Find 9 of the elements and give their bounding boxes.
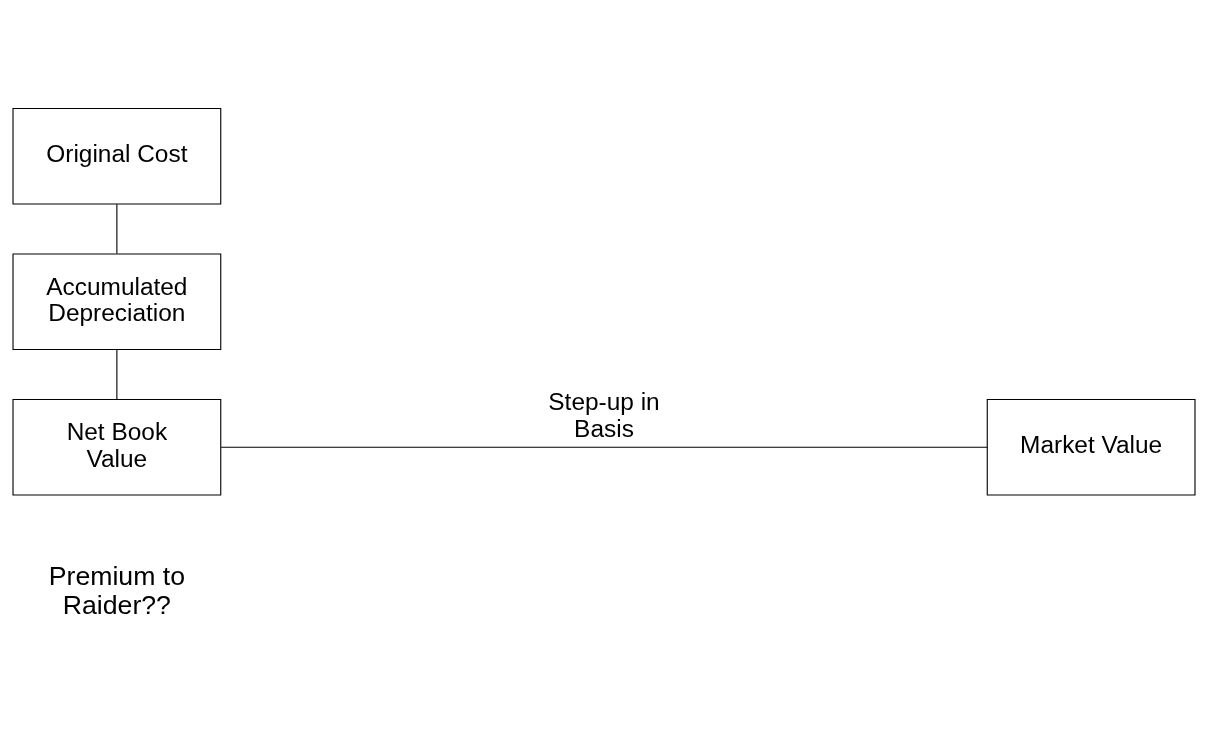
node-box: Market Value [986, 398, 1196, 496]
node-box: Net Book Value [12, 398, 222, 496]
connector [116, 349, 118, 400]
edge-label: Step-up in Basis [548, 388, 660, 442]
node-box: Original Cost [12, 107, 222, 205]
label: Premium to Raider?? [48, 561, 186, 621]
connector [220, 446, 988, 448]
node-box: Accumulated Depreciation [12, 253, 222, 351]
connector [116, 203, 118, 255]
